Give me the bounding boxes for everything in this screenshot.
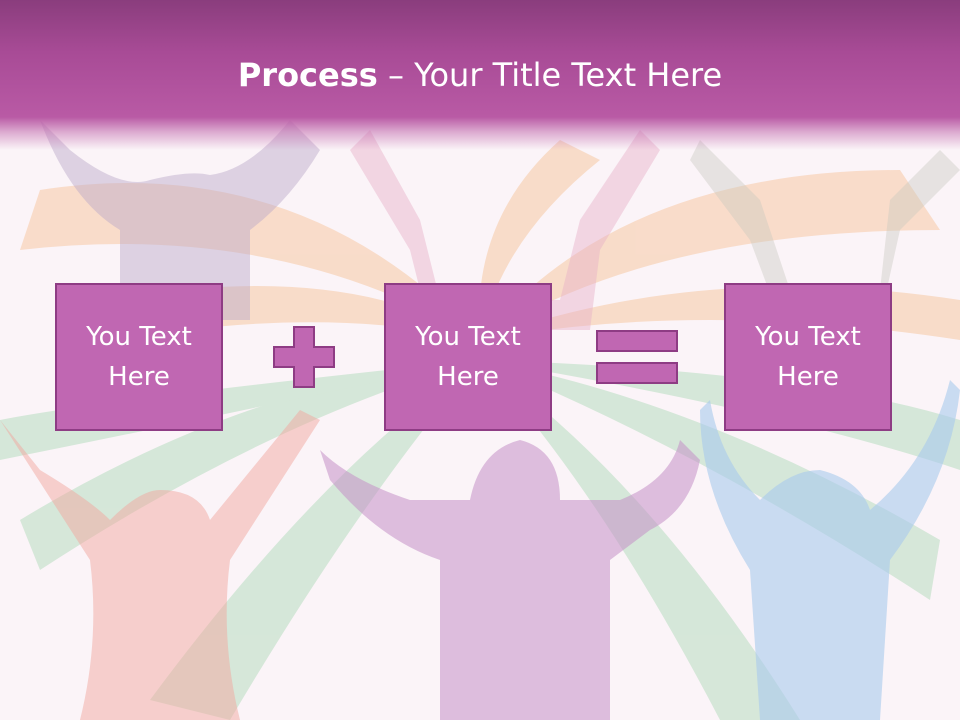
process-box-1-text: You Text Here xyxy=(86,322,192,392)
equals-icon xyxy=(596,330,678,384)
process-box-3[interactable]: You Text Here xyxy=(724,283,892,431)
title-bar xyxy=(0,0,960,150)
process-box-3-text: You Text Here xyxy=(755,322,861,392)
process-box-1[interactable]: You Text Here xyxy=(55,283,223,431)
process-box-2[interactable]: You Text Here xyxy=(384,283,552,431)
process-box-2-text: You Text Here xyxy=(415,322,521,392)
slide-title: Process – Your Title Text Here xyxy=(0,52,960,98)
title-rest: Your Title Text Here xyxy=(414,56,723,94)
title-dash: – xyxy=(377,56,415,94)
plus-icon xyxy=(273,326,335,388)
title-bold: Process xyxy=(237,56,378,94)
